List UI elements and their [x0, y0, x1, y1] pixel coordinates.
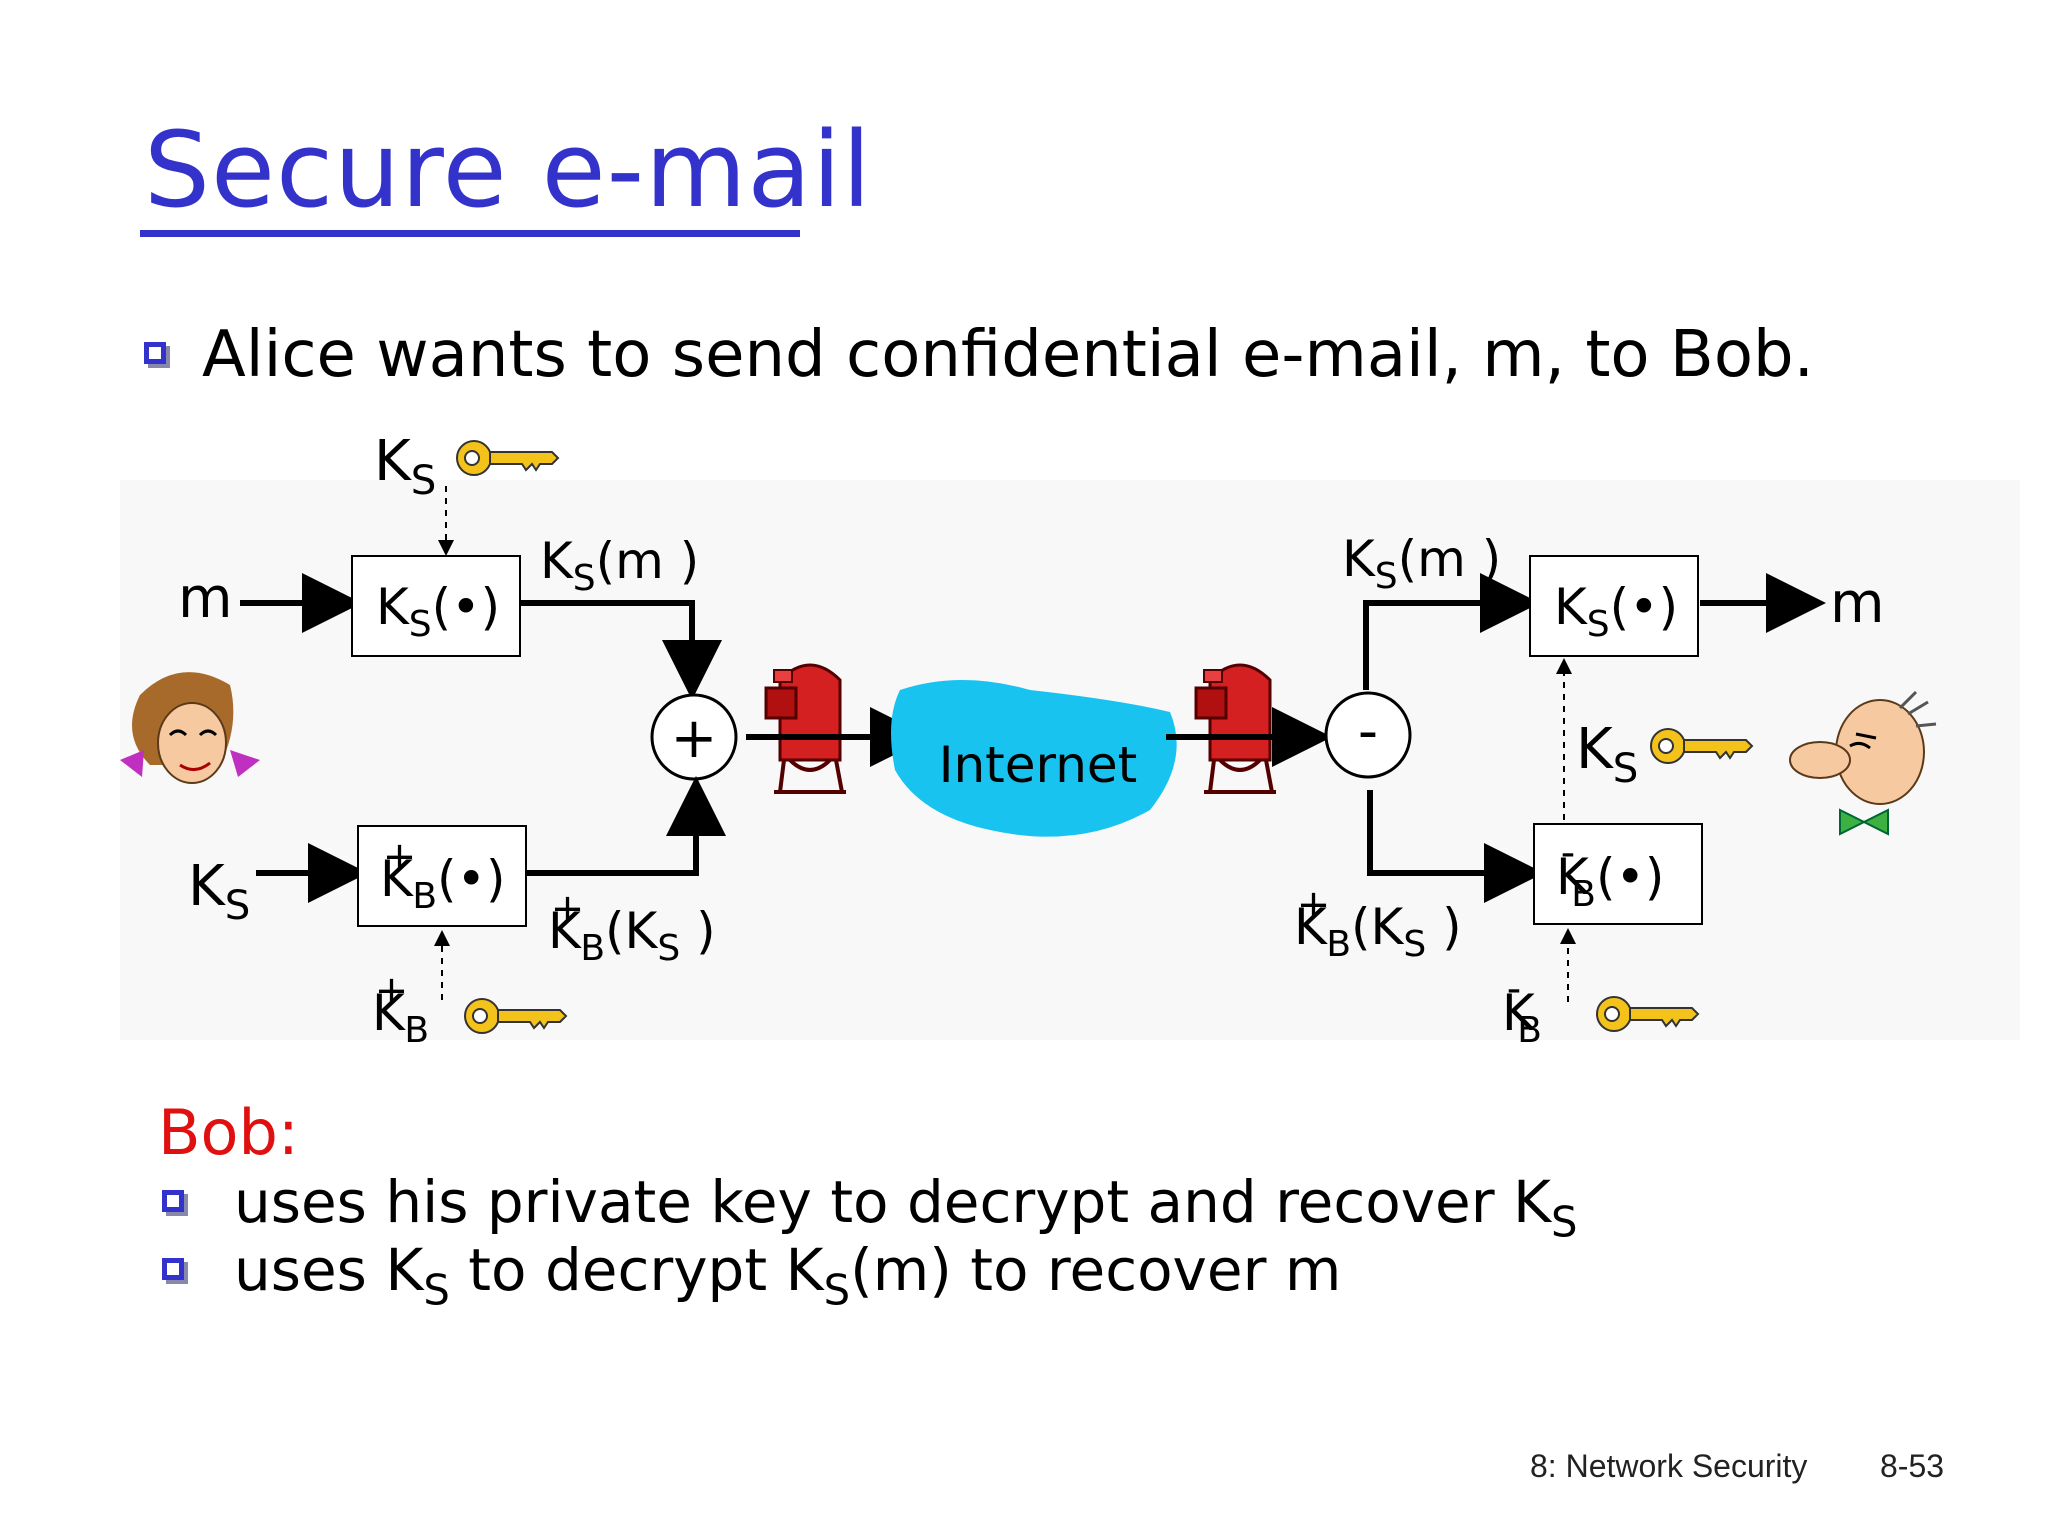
- intro-text: Alice wants to send confidential e-mail,…: [202, 318, 1814, 392]
- footer-page-number: 8-53: [1880, 1448, 1945, 1484]
- kb-plus-box-label: K+B(•): [380, 834, 506, 917]
- ks-decrypt-box-label: KS(•): [1554, 578, 1678, 645]
- title-underline: [140, 230, 800, 237]
- kb-minus-box: [1533, 823, 1703, 925]
- key-icon: [456, 440, 559, 476]
- alice-icon: [120, 672, 260, 784]
- bob-icon: [1789, 690, 1937, 836]
- bullet-marker: [144, 342, 166, 364]
- ks-decrypt-box: [1529, 555, 1699, 657]
- ks-key-label: KS: [374, 429, 436, 504]
- combine-operator-label: +: [671, 706, 718, 771]
- kb-plus-box: [357, 825, 527, 927]
- kb-ks-receiver-arrow: [1367, 790, 1544, 903]
- bob-bullet-2: uses KS to decrypt KS(m) to recover m: [234, 1236, 1342, 1315]
- ks-m-arrow: [520, 600, 722, 700]
- ks-encrypt-box: [351, 555, 521, 657]
- slide-title: Secure e-mail: [144, 109, 872, 231]
- bullet-marker: [162, 1190, 184, 1212]
- bullet-marker: [162, 1258, 184, 1280]
- bob-bullet-1: uses his private key to decrypt and reco…: [234, 1168, 1578, 1247]
- ks-encrypt-box-label: KS(•): [376, 578, 500, 645]
- ks-of-m-label-right: KS(m ): [1342, 530, 1501, 597]
- split-operator: [1324, 691, 1412, 779]
- kb-of-ks-label-right: K+B(KS ): [1294, 882, 1462, 965]
- message-output-label: m: [1830, 571, 1885, 636]
- kb-ks-arrow: [526, 776, 726, 876]
- footer-course-label: 8: Network Security: [1530, 1448, 1808, 1484]
- internet-cloud: [891, 680, 1177, 837]
- internet-label: Internet: [939, 736, 1138, 794]
- ks-of-m-label-left: KS(m ): [540, 532, 699, 599]
- bob-heading: Bob:: [158, 1096, 299, 1169]
- ks-m-receiver-arrow: [1363, 573, 1540, 690]
- split-operator-label: -: [1358, 699, 1378, 764]
- message-input-label: m: [178, 566, 233, 631]
